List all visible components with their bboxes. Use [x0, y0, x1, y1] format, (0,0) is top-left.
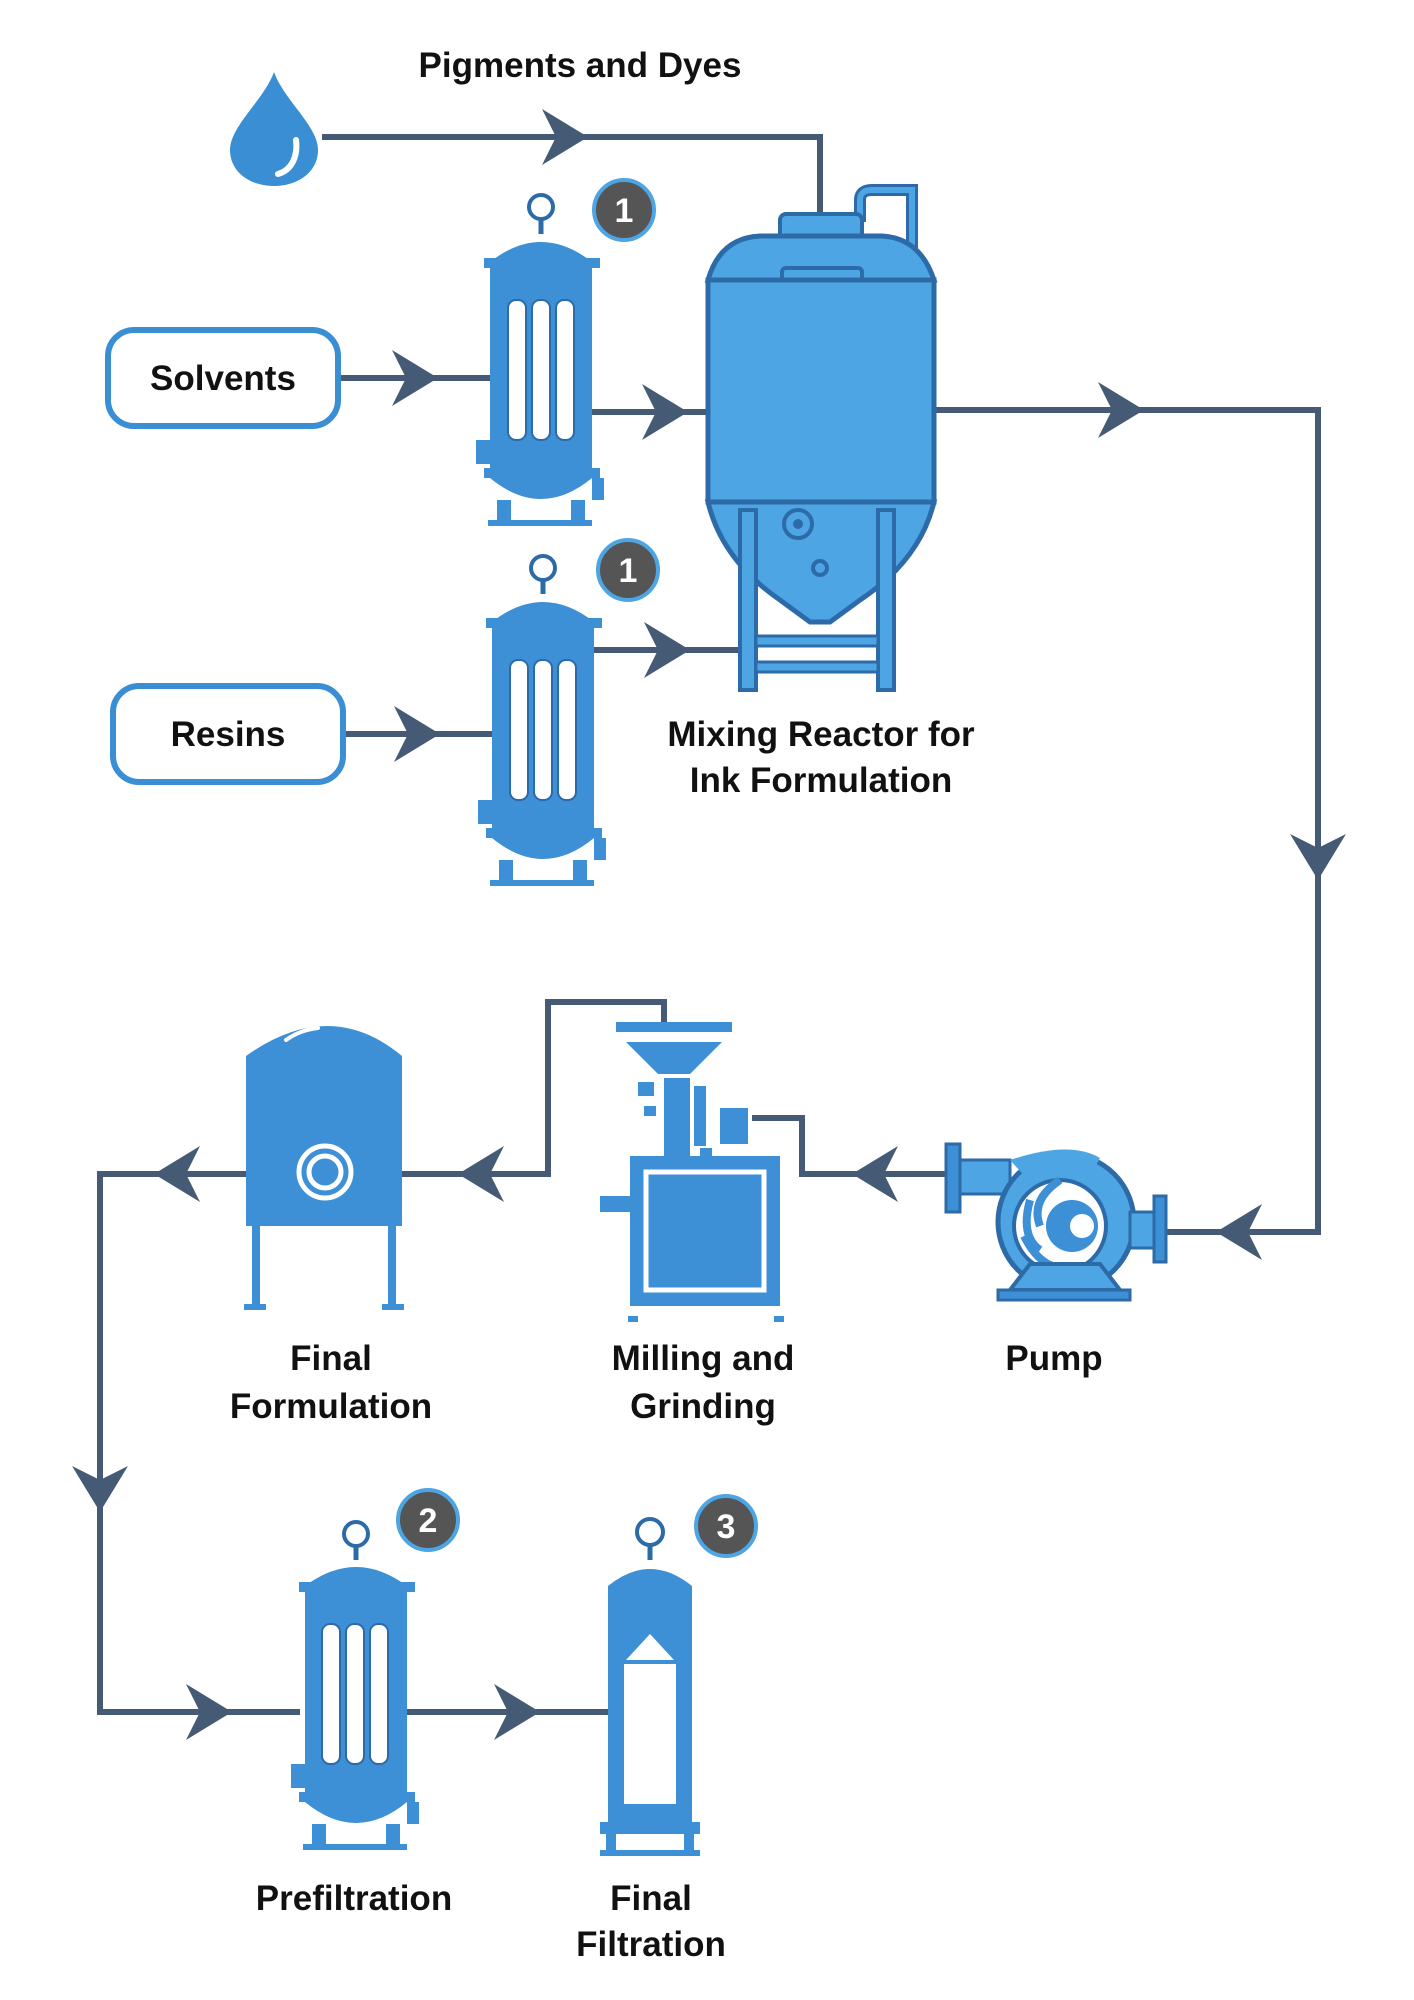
final-formulation-label-line1: Final [290, 1339, 372, 1378]
flow-reactor-to-pump [935, 407, 1321, 1235]
final-filter [600, 1517, 700, 1856]
pigments-label: Pigments and Dyes [419, 46, 742, 85]
final-filtration-label-line1: Final [610, 1879, 692, 1918]
solvent-filter [476, 193, 604, 526]
arrow-right-icon [542, 109, 588, 165]
arrow-right-icon [642, 384, 688, 440]
pump-label: Pump [1005, 1339, 1102, 1378]
badge-number: 1 [615, 192, 634, 230]
arrow-right-icon [394, 706, 440, 762]
arrowheads [72, 109, 1346, 1740]
flow-pigments-to-reactor [322, 134, 823, 215]
arrow-left-icon [1216, 1204, 1262, 1260]
arrow-left-icon [458, 1146, 504, 1202]
flow-final-formulation-to-prefilter [97, 1171, 300, 1715]
milling-machine [600, 1022, 784, 1322]
final-filtration-label-line2: Filtration [576, 1925, 726, 1964]
arrow-left-icon [154, 1146, 200, 1202]
badge-number: 3 [717, 1508, 736, 1546]
final-formulation-label-line2: Formulation [230, 1387, 432, 1426]
flow-mill-to-final-formulation [402, 999, 667, 1177]
resins-label: Resins [171, 715, 286, 754]
arrow-right-icon [494, 1684, 540, 1740]
final-filter-badge: 3 [694, 1494, 758, 1558]
solvents-box: Solvents [105, 327, 341, 429]
arrow-down-icon [1290, 834, 1346, 880]
reactor-label-line1: Mixing Reactor for [667, 715, 975, 754]
pump [944, 1142, 1168, 1302]
badge-number: 2 [419, 1502, 438, 1540]
prefilter-badge: 2 [396, 1488, 460, 1552]
badge-number: 1 [619, 552, 638, 590]
solvent-filter-badge: 1 [592, 178, 656, 242]
prefiltration-label: Prefiltration [256, 1879, 452, 1918]
arrow-right-icon [644, 622, 690, 678]
pigment-drop-icon [230, 72, 318, 186]
mixing-reactor [704, 184, 938, 692]
flow-pump-to-mill [752, 1115, 946, 1177]
solvents-label: Solvents [150, 359, 296, 398]
arrow-down-icon [72, 1466, 128, 1512]
final-formulation-tank [244, 1026, 404, 1310]
resin-filter [478, 554, 606, 886]
arrow-right-icon [1098, 382, 1144, 438]
resin-filter-badge: 1 [596, 538, 660, 602]
resins-box: Resins [110, 683, 346, 785]
milling-label-line1: Milling and [612, 1339, 795, 1378]
arrow-left-icon [852, 1146, 898, 1202]
arrow-right-icon [186, 1684, 232, 1740]
reactor-label-line2: Ink Formulation [690, 761, 953, 800]
milling-label-line2: Grinding [630, 1387, 776, 1426]
prefilter [291, 1520, 419, 1850]
arrow-right-icon [392, 350, 438, 406]
